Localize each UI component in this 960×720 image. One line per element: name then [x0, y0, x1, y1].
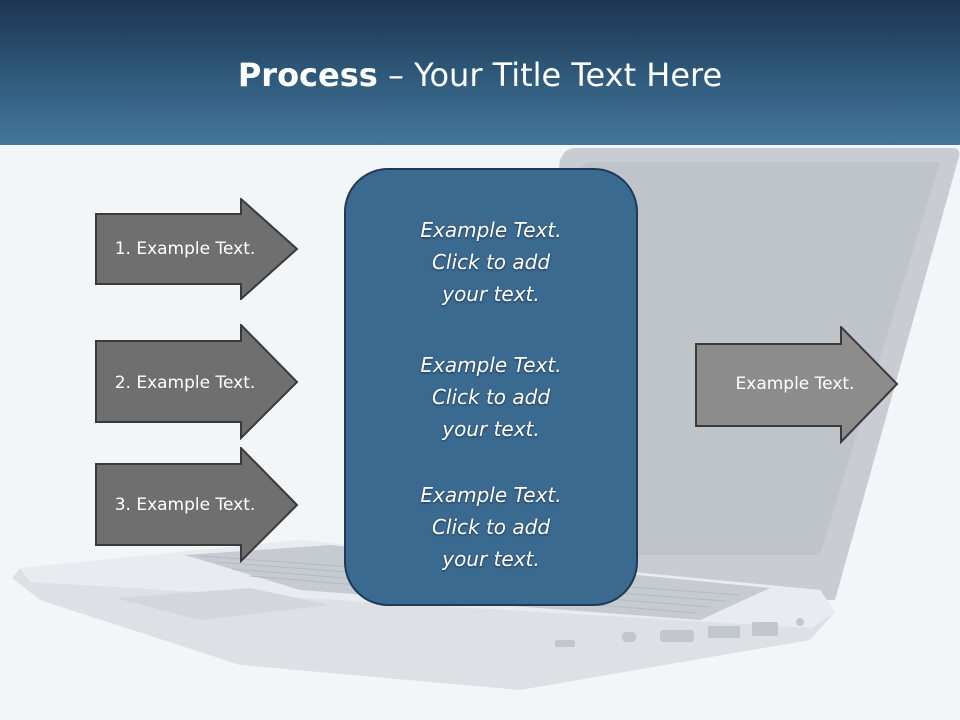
output-label: Example Text.: [735, 374, 855, 394]
title-rest: Your Title Text Here: [414, 56, 723, 94]
arrow-right-shape: [95, 324, 299, 440]
text-block-1: Example Text. Click to add your text.: [346, 214, 636, 310]
block-3-line-3: your text.: [442, 547, 540, 571]
block-1-line-1: Example Text.: [420, 218, 562, 242]
step-label-1: 1. Example Text.: [114, 239, 256, 259]
block-2-line-3: your text.: [442, 417, 540, 441]
output-arrow[interactable]: Example Text.: [695, 326, 900, 444]
step-arrow-1[interactable]: 1. Example Text.: [95, 198, 300, 300]
block-2-line-1: Example Text.: [420, 353, 562, 377]
text-block-3: Example Text. Click to add your text.: [346, 479, 636, 575]
step-arrow-2[interactable]: 2. Example Text.: [95, 324, 300, 440]
arrow-right-shape: [695, 326, 899, 444]
title-separator: –: [377, 56, 415, 94]
block-3-line-2: Click to add: [431, 515, 551, 539]
center-content-box[interactable]: Example Text. Click to add your text. Ex…: [344, 168, 638, 606]
slide-title[interactable]: Process – Your Title Text Here: [0, 52, 960, 98]
arrow-right-shape: [95, 447, 299, 563]
step-arrow-3[interactable]: 3. Example Text.: [95, 447, 300, 563]
step-label-2: 2. Example Text.: [114, 373, 256, 393]
block-3-line-1: Example Text.: [420, 483, 562, 507]
step-label-3: 3. Example Text.: [114, 495, 256, 515]
title-banner: Process – Your Title Text Here: [0, 0, 960, 145]
title-bold: Process: [237, 56, 378, 94]
text-block-2: Example Text. Click to add your text.: [346, 349, 636, 445]
block-1-line-3: your text.: [442, 282, 540, 306]
block-1-line-2: Click to add: [431, 250, 551, 274]
block-2-line-2: Click to add: [431, 385, 551, 409]
arrow-right-shape: [95, 198, 299, 300]
